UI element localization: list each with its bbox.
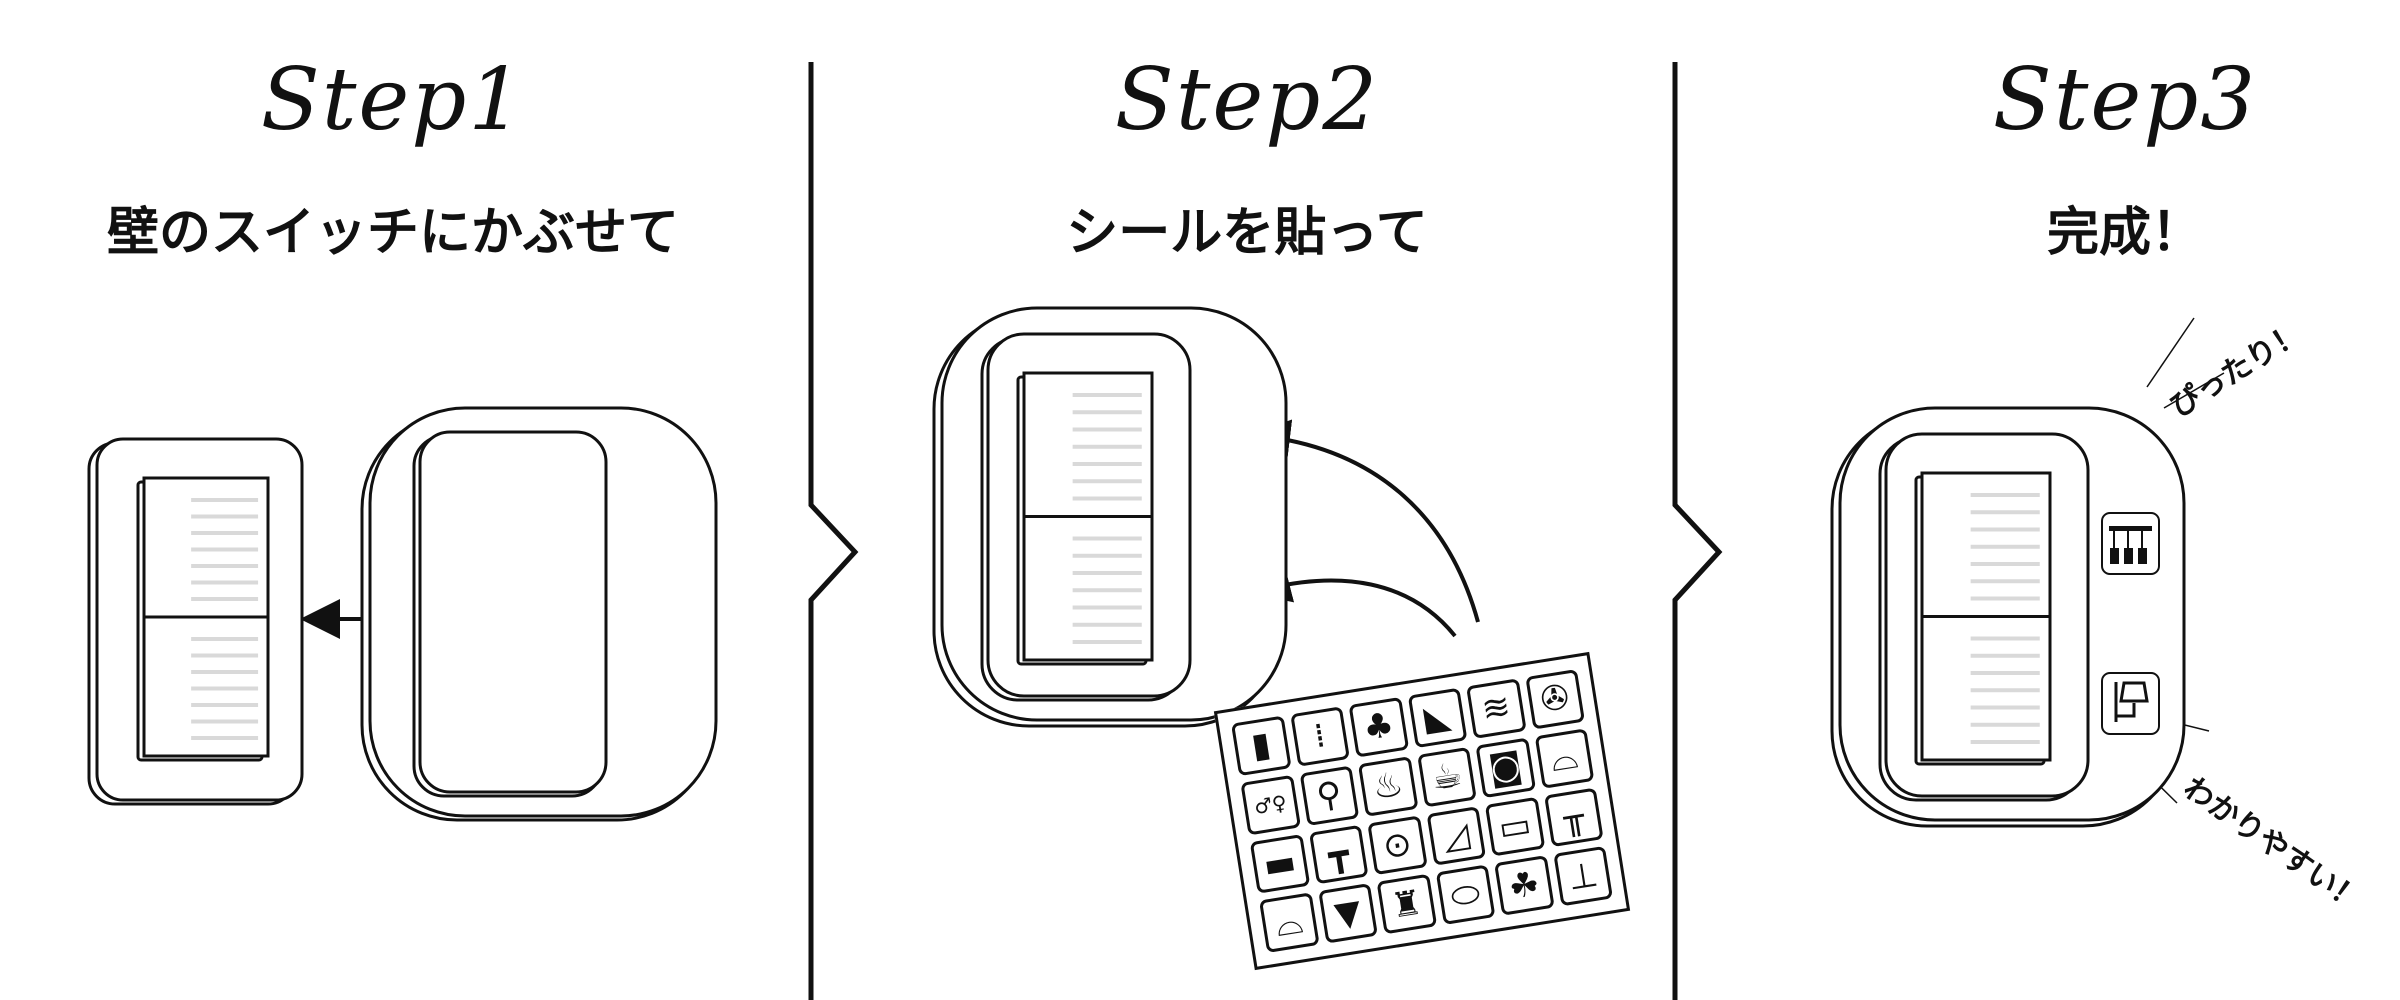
sticker-pendant-lights: ╥	[1543, 787, 1604, 848]
tree-flower-icon: ♣	[1360, 704, 1397, 750]
pendant-lights-icon	[2124, 548, 2133, 564]
wall-lamp-icon: ⊥	[1565, 854, 1601, 899]
sticker-fan: ✇	[1524, 669, 1585, 730]
sticker-footprints: ⁞	[1289, 706, 1350, 767]
pendant-lights-icon	[2138, 548, 2147, 564]
sticker-door: ▮	[1231, 715, 1292, 776]
door-icon: ▮	[1248, 724, 1274, 767]
ceiling-light-icon: ⬭	[1447, 872, 1483, 917]
divider-2	[1672, 62, 1723, 1000]
pot-icon: ☕	[1428, 754, 1465, 799]
sink-icon: ⌓	[1547, 736, 1581, 781]
spotlight-icon: ▼	[1331, 891, 1364, 936]
sticker-ceiling-light: ⬭	[1435, 864, 1496, 926]
sofa-icon: ▬	[1260, 841, 1299, 887]
arrow-curve-bottom	[1250, 563, 1457, 638]
sticker-chandelier: ☘	[1494, 855, 1555, 916]
toilet-icon: ⚲	[1313, 773, 1345, 818]
pendant-lamp-icon: ⌓	[1272, 900, 1306, 945]
step2-subtitle: シールを貼って	[1066, 203, 1428, 263]
dining-icon: ⊙	[1380, 823, 1415, 868]
sticker-stairs: ◿	[1426, 805, 1487, 867]
sticker-washing-machine: ◙	[1475, 737, 1536, 798]
floor-lamp-icon: ♜	[1388, 882, 1425, 927]
step2-title: Step2	[1114, 50, 1380, 150]
sticker-curtain: ◣	[1407, 687, 1468, 748]
sticker-spotlight: ▼	[1317, 883, 1378, 944]
bath-icon: ♨	[1369, 764, 1407, 809]
sticker-tree-flower: ♣	[1348, 696, 1409, 758]
sticker-pendant-lamp: ⌓	[1259, 892, 1320, 953]
step3-subtitle: 完成！	[2046, 203, 2203, 263]
sticker-pendant-lights	[2101, 512, 2160, 575]
curtain-icon: ◣	[1421, 696, 1454, 740]
bed-icon: ▭	[1495, 804, 1534, 849]
sticker-dining: ⊙	[1367, 815, 1428, 876]
arrow-curve-top	[1250, 419, 1480, 623]
wind-icon: ≋	[1478, 686, 1514, 731]
sticker-bed: ▭	[1484, 796, 1545, 857]
sticker-floor-lamp: ♜	[1376, 874, 1437, 935]
callout-line	[2146, 317, 2195, 388]
cover-window	[418, 430, 608, 794]
step1-title: Step1	[260, 50, 526, 150]
stairs-icon: ◿	[1440, 814, 1473, 858]
sticker-toilet: ⚲	[1299, 765, 1360, 826]
table-icon: ┳	[1325, 833, 1352, 876]
sticker-sofa: ▬	[1249, 833, 1310, 894]
wall-lamp-icon	[2114, 681, 2149, 722]
sticker-toilet-sign: ♂♀	[1240, 774, 1301, 835]
pendant-lights-icon	[2110, 548, 2119, 564]
washing-machine-icon: ◙	[1486, 745, 1525, 790]
toilet-sign-icon: ♂♀	[1252, 790, 1289, 820]
sticker-wall-lamp: ⊥	[1552, 846, 1613, 907]
sticker-pot: ☕	[1416, 746, 1477, 807]
divider-1	[808, 62, 859, 1000]
fan-icon: ✇	[1537, 677, 1573, 722]
callout-line	[2163, 372, 2225, 409]
chandelier-icon: ☘	[1505, 863, 1543, 908]
sticker-bath: ♨	[1357, 755, 1418, 817]
sticker-table: ┳	[1308, 824, 1369, 885]
step3-title: Step3	[1992, 50, 2258, 150]
sticker-wind: ≋	[1466, 678, 1527, 739]
step1-subtitle: 壁のスイッチにかぶせて	[106, 203, 679, 263]
sticker-sink: ⌓	[1534, 728, 1595, 789]
footprints-icon: ⁞	[1311, 715, 1329, 758]
pendant-lights-icon: ╥	[1560, 795, 1587, 839]
pendant-lights-icon	[2109, 526, 2152, 531]
